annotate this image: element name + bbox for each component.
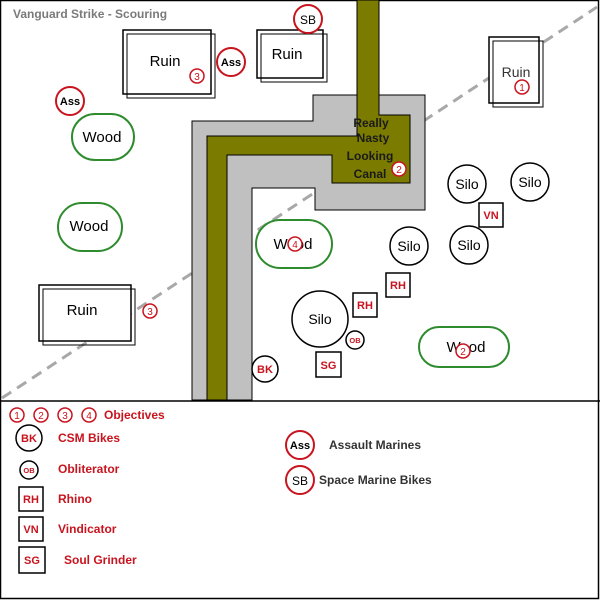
svg-text:Rhino: Rhino: [58, 492, 92, 506]
svg-text:RH: RH: [23, 494, 39, 506]
svg-text:3: 3: [147, 307, 153, 318]
svg-text:2: 2: [396, 165, 402, 176]
svg-text:Ass: Ass: [60, 96, 80, 108]
objective-marker-3-ruin: 3: [189, 68, 205, 84]
svg-text:VN: VN: [23, 524, 38, 536]
svg-text:SB: SB: [292, 474, 308, 488]
svg-text:Silo: Silo: [455, 176, 479, 192]
legend-objectives: 1 2 3 4 Objectives: [9, 407, 165, 423]
map-title: Vanguard Strike - Scouring: [13, 7, 167, 21]
svg-text:Silo: Silo: [308, 311, 332, 327]
svg-text:SB: SB: [300, 13, 316, 27]
svg-text:2: 2: [460, 347, 466, 358]
svg-text:Soul Grinder: Soul Grinder: [64, 553, 137, 567]
svg-text:OB: OB: [349, 336, 361, 345]
svg-text:2: 2: [38, 411, 44, 422]
svg-text:OB: OB: [23, 466, 35, 475]
ruin-label: Ruin: [272, 46, 303, 63]
canal-label-3: Looking: [347, 149, 394, 163]
svg-text:RH: RH: [357, 300, 373, 312]
unit-ob-token: OB: [345, 330, 365, 350]
svg-text:VN: VN: [483, 210, 498, 222]
ruin-1: Ruin: [122, 29, 216, 99]
objective-marker-2-wood: 2: [455, 343, 471, 359]
unit-vn-token: VN: [478, 202, 504, 228]
legend-sg: SG Soul Grinder: [18, 546, 137, 574]
silo-2: Silo: [510, 162, 550, 202]
svg-text:Space Marine Bikes: Space Marine Bikes: [319, 473, 432, 487]
legend-bk: BK CSM Bikes: [15, 424, 120, 452]
svg-text:Ass: Ass: [221, 57, 241, 69]
svg-text:SG: SG: [321, 360, 337, 372]
objective-marker-1: 1: [514, 79, 530, 95]
svg-text:4: 4: [86, 411, 92, 422]
unit-sb-token: SB: [293, 4, 323, 34]
svg-text:Silo: Silo: [457, 237, 481, 253]
unit-bk-token: BK: [251, 355, 279, 383]
unit-rh-token-2: RH: [352, 292, 378, 318]
objective-marker-4: 4: [287, 236, 303, 252]
svg-text:CSM Bikes: CSM Bikes: [58, 431, 120, 445]
svg-text:1: 1: [519, 83, 525, 94]
svg-text:Silo: Silo: [518, 174, 542, 190]
legend-rh: RH Rhino: [18, 486, 92, 512]
svg-text:BK: BK: [257, 364, 273, 376]
wood-label: Wood: [70, 218, 109, 235]
svg-text:Silo: Silo: [397, 238, 421, 254]
unit-ass-token-left: Ass: [55, 86, 85, 116]
ruin-3: Ruin: [488, 36, 544, 108]
ruin-label: Ruin: [150, 53, 181, 70]
canal-label-4: Canal: [354, 167, 387, 181]
wood-2: Wood: [57, 202, 123, 252]
ruin-label: Ruin: [502, 64, 531, 80]
svg-text:SG: SG: [24, 555, 40, 567]
legend-ob: OB Obliterator: [19, 460, 120, 480]
svg-text:Vindicator: Vindicator: [58, 522, 117, 536]
svg-text:Obliterator: Obliterator: [58, 462, 120, 476]
legend: 1 2 3 4 Objectives BK CSM Bikes OB Oblit…: [9, 407, 432, 574]
objective-marker-2-canal: 2: [391, 161, 407, 177]
svg-text:Assault Marines: Assault Marines: [329, 438, 421, 452]
canal: [206, 0, 411, 401]
svg-text:RH: RH: [390, 280, 406, 292]
svg-text:1: 1: [14, 411, 20, 422]
legend-ass: Ass Assault Marines: [285, 430, 421, 460]
svg-text:4: 4: [292, 240, 298, 251]
unit-rh-token-1: RH: [385, 272, 411, 298]
wood-label: Wood: [83, 129, 122, 146]
legend-sb: SB Space Marine Bikes: [285, 465, 432, 495]
svg-text:BK: BK: [21, 433, 37, 445]
canal-label-1: Really: [353, 116, 389, 130]
svg-text:Ass: Ass: [290, 440, 310, 452]
silo-1: Silo: [447, 164, 487, 204]
legend-objectives-label: Objectives: [104, 408, 165, 422]
wood-1: Wood: [71, 113, 135, 161]
silo-5: Silo: [291, 290, 349, 348]
legend-vn: VN Vindicator: [18, 516, 117, 542]
unit-sg-token: SG: [315, 351, 342, 378]
silo-3: Silo: [389, 226, 429, 266]
svg-text:3: 3: [62, 411, 68, 422]
canal-label-2: Nasty: [357, 131, 390, 145]
ruin-4: Ruin: [38, 284, 136, 346]
silo-4: Silo: [449, 225, 489, 265]
ruin-2: Ruin: [256, 29, 328, 83]
objective-marker-3-left: 3: [142, 303, 158, 319]
ruin-label: Ruin: [67, 302, 98, 319]
svg-text:3: 3: [194, 72, 200, 83]
unit-ass-token-ruin: Ass: [216, 47, 246, 77]
